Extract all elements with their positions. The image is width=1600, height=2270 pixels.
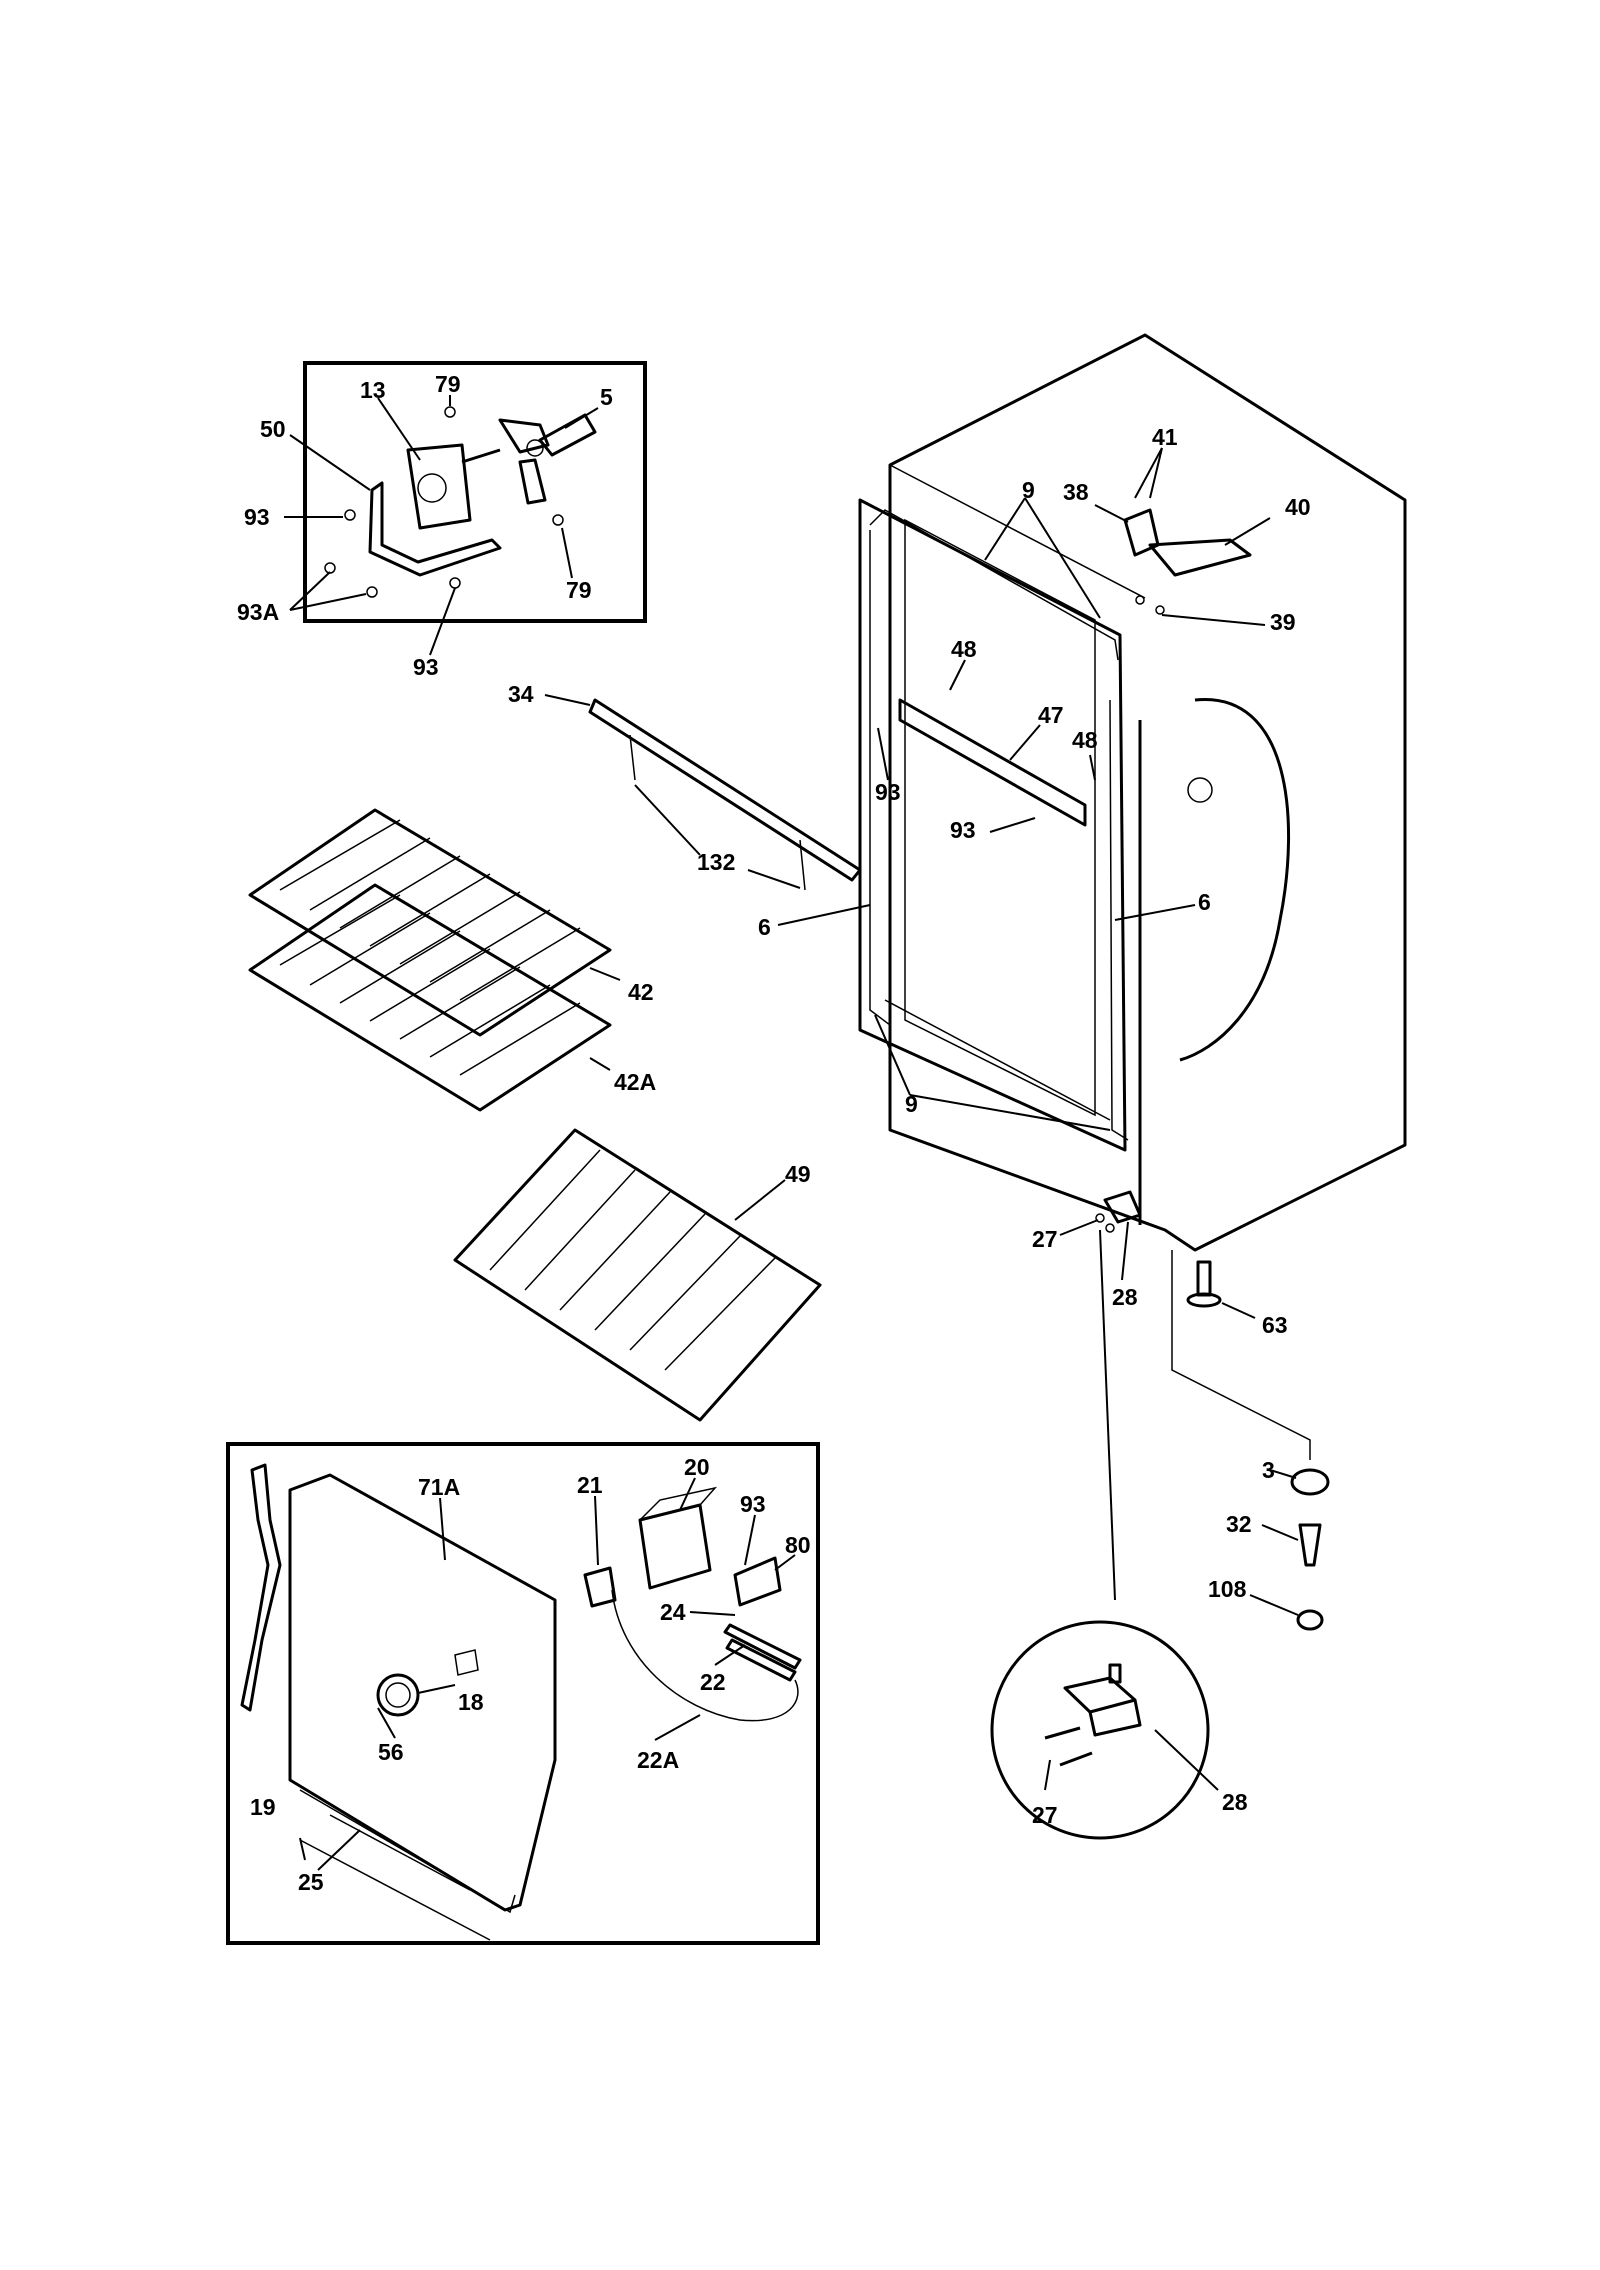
callout-27-detail: 27: [1032, 1802, 1058, 1828]
callout-25: 25: [298, 1869, 324, 1895]
callout-49: 49: [785, 1161, 811, 1187]
callout-63: 63: [1262, 1312, 1288, 1338]
callout-3: 3: [1262, 1457, 1275, 1483]
callout-22A: 22A: [637, 1747, 679, 1773]
callout-40: 40: [1285, 494, 1311, 520]
callout-27-cabinet: 27: [1032, 1226, 1058, 1252]
callout-108: 108: [1208, 1576, 1247, 1602]
callout-79-top: 79: [435, 371, 461, 397]
callout-42: 42: [628, 979, 654, 1005]
callout-93-inset-bottom: 93: [740, 1491, 766, 1517]
callout-41: 41: [1152, 424, 1178, 450]
shelves: [248, 694, 862, 1422]
callout-93-bottom: 93: [413, 654, 439, 680]
callout-6-right: 6: [1198, 889, 1211, 915]
callout-19: 19: [250, 1794, 276, 1820]
callout-22: 22: [700, 1669, 726, 1695]
callout-13: 13: [360, 377, 386, 403]
callout-56: 56: [378, 1739, 404, 1765]
callout-48-right: 48: [1072, 727, 1098, 753]
callout-93-left: 93: [875, 779, 901, 805]
callout-93-center: 93: [950, 817, 976, 843]
callout-20: 20: [684, 1454, 710, 1480]
callout-48-upper: 48: [951, 636, 977, 662]
callout-42A: 42A: [614, 1069, 656, 1095]
callout-28-cabinet: 28: [1112, 1284, 1138, 1310]
callout-28-detail: 28: [1222, 1789, 1248, 1815]
hinge-detail: [990, 1229, 1219, 1840]
callout-50: 50: [260, 416, 286, 442]
callout-labels: 13 79 5 50 93 79 93A 93 41 38 40 9 39 48…: [237, 371, 1311, 1895]
callout-9-bottom: 9: [905, 1091, 918, 1117]
callout-93-inset: 93: [244, 504, 270, 530]
leg-parts: [1171, 1250, 1330, 1631]
callout-9-top: 9: [1022, 477, 1035, 503]
callout-132: 132: [697, 849, 735, 875]
callout-6-left: 6: [758, 914, 771, 940]
callout-38: 38: [1063, 479, 1089, 505]
callout-34: 34: [508, 681, 534, 707]
callout-24: 24: [660, 1599, 686, 1625]
callout-80: 80: [785, 1532, 811, 1558]
cabinet: [777, 333, 1407, 1319]
callout-71A: 71A: [418, 1474, 460, 1500]
callout-21: 21: [577, 1472, 603, 1498]
callout-32: 32: [1226, 1511, 1252, 1537]
cover-inset: [226, 1442, 820, 1945]
callout-18: 18: [458, 1689, 484, 1715]
callout-93A: 93A: [237, 599, 279, 625]
fan-motor-inset: [284, 361, 647, 656]
callout-79-bottom: 79: [566, 577, 592, 603]
callout-5: 5: [600, 384, 613, 410]
callout-39: 39: [1270, 609, 1296, 635]
callout-47: 47: [1038, 702, 1064, 728]
